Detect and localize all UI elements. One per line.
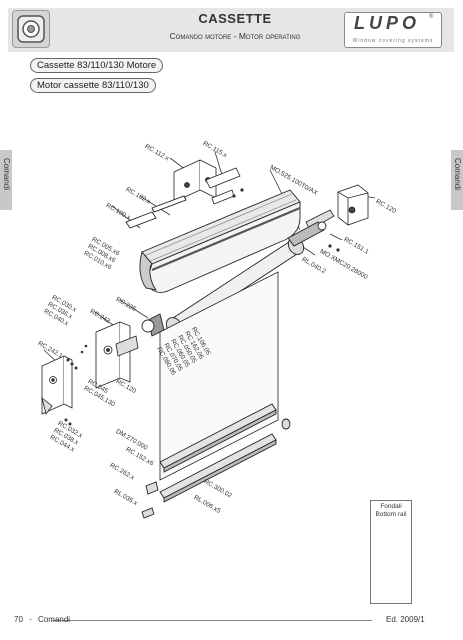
registered-mark: ®	[429, 14, 434, 20]
side-tab-right-label: Comandi	[453, 158, 462, 191]
bottom-rail-title-it: Fondali	[380, 503, 402, 510]
side-tab-left[interactable]	[0, 150, 12, 210]
bottom-rail-title-en: Bottom rail	[375, 510, 407, 518]
page-subtitle: Comando motore - Motor operating	[169, 31, 301, 41]
footer-divider	[52, 620, 372, 621]
brand-tagline: Window covering systems	[352, 38, 434, 44]
pill-cassette-motore: Cassette 83/110/130 Motore	[30, 58, 164, 73]
screws-icon	[64, 188, 340, 426]
end-cap-far-left-icon	[41, 355, 73, 415]
side-tab-right[interactable]	[451, 150, 463, 210]
footer-left: 70 - Comandi	[14, 615, 70, 624]
cassette-logo-icon	[12, 10, 50, 48]
roller-tube-icon	[141, 221, 327, 337]
pill-motor-cassette: Motor cassette 83/110/130	[30, 78, 156, 93]
bottom-rail-box	[370, 500, 412, 604]
end-cap-left-icon	[95, 321, 139, 389]
bottom-rail-icon	[141, 403, 291, 519]
footer-section: Comandi	[38, 615, 71, 624]
brand-logo: LUPO	[353, 13, 420, 33]
brand-logo-box	[344, 12, 442, 48]
side-tab-left-label: Comandi	[2, 158, 11, 191]
footer-separator: -	[29, 615, 32, 624]
cassette-profile-icon	[125, 189, 301, 293]
edition-label: Ed. 2009/1	[386, 615, 425, 624]
page-title: CASSETTE	[198, 11, 272, 26]
page-number: 70	[14, 615, 23, 624]
bottom-rail-title: Fondali Bottom rail	[370, 503, 412, 518]
